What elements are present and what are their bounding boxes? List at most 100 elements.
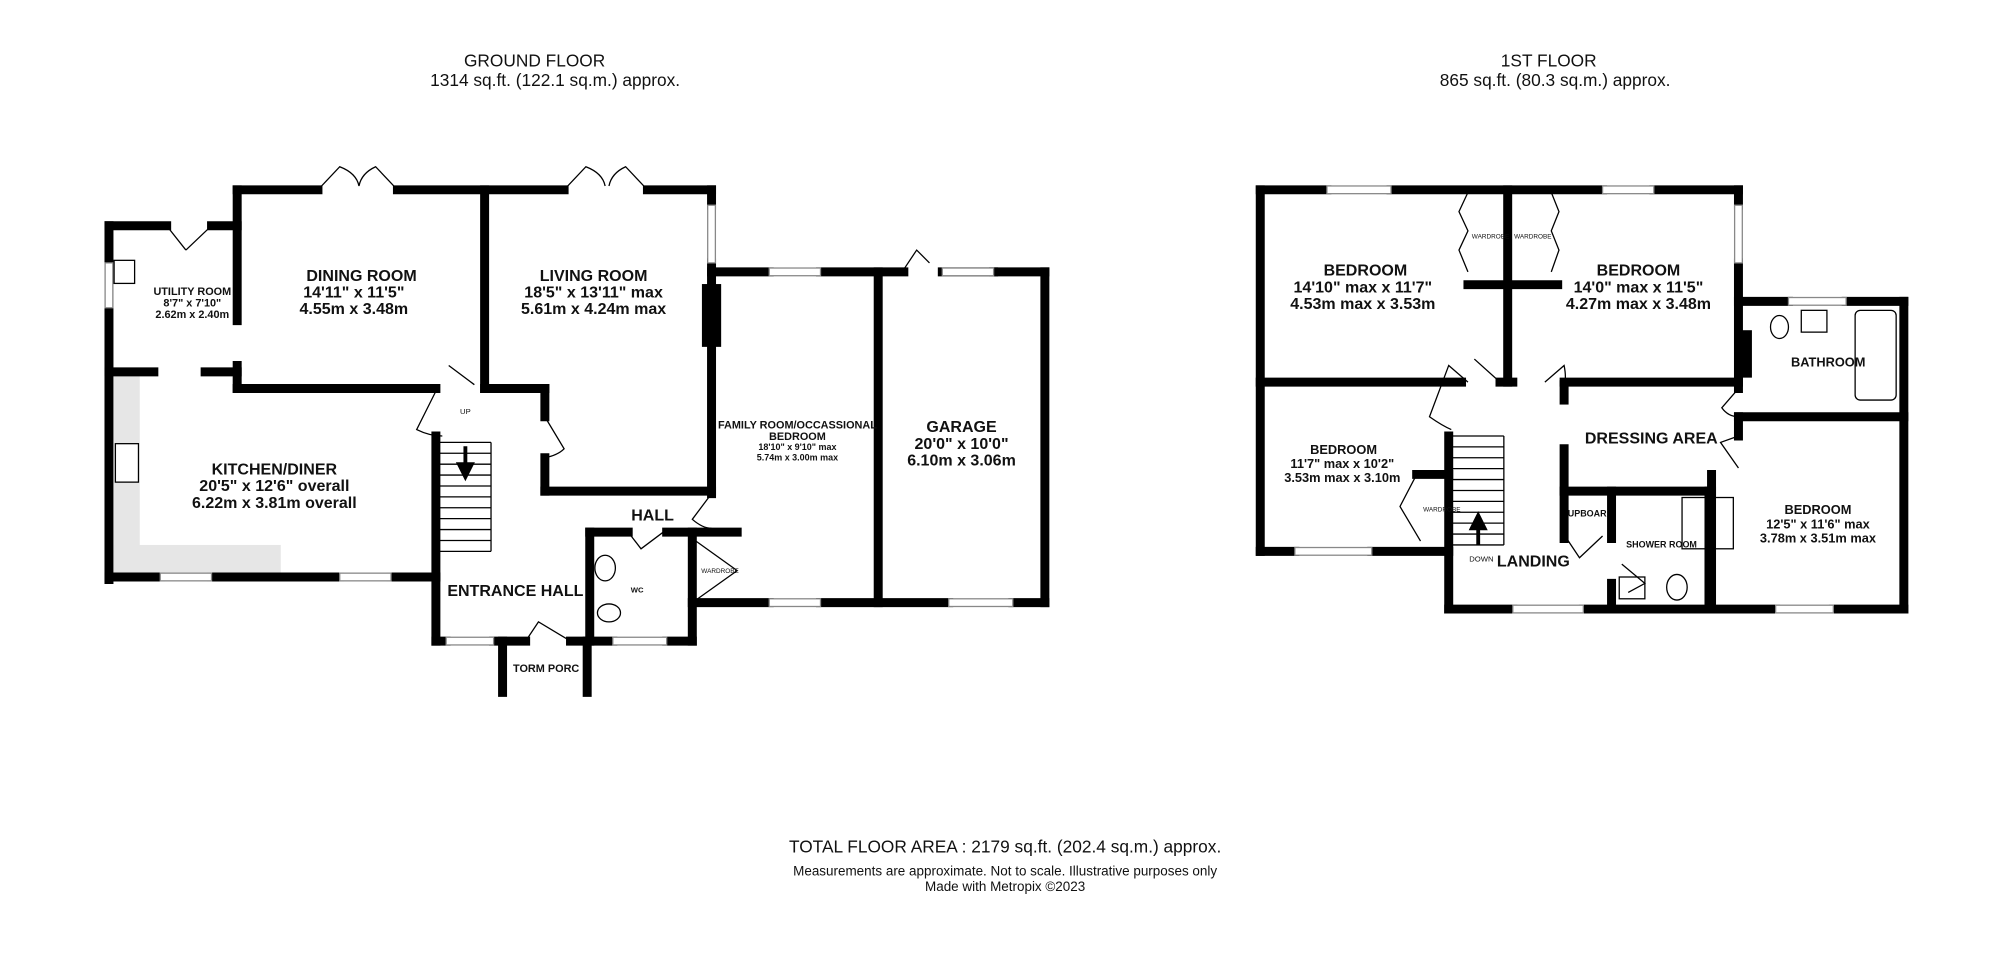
window (1601, 185, 1655, 195)
svg-text:3.78m x 3.51m max: 3.78m x 3.51m max (1760, 530, 1877, 545)
room-hall: HALL (631, 507, 674, 525)
wardrobe-doors (691, 192, 1560, 604)
cupboard-label: UPBOAR (1568, 509, 1607, 519)
room-wc: WC (631, 585, 644, 594)
svg-text:14'0" max x 11'5": 14'0" max x 11'5" (1574, 278, 1704, 296)
window (612, 636, 668, 646)
basin-icon (1618, 576, 1646, 600)
svg-text:LIVING ROOM: LIVING ROOM (540, 267, 648, 285)
room-landing: LANDING (1497, 553, 1570, 571)
svg-text:KITCHEN/DINER: KITCHEN/DINER (212, 460, 338, 478)
wardrobe-label: WARDROBE (1514, 234, 1552, 241)
first-floor-title: 1ST FLOOR (1501, 51, 1597, 71)
window (1775, 604, 1834, 614)
svg-text:BEDROOM: BEDROOM (1784, 502, 1851, 517)
svg-text:4.53m max x 3.53m: 4.53m max x 3.53m (1290, 295, 1435, 313)
svg-text:4.27m max x 3.48m: 4.27m max x 3.48m (1566, 295, 1711, 313)
window (1787, 296, 1847, 306)
window (1512, 604, 1584, 614)
svg-text:BEDROOM: BEDROOM (769, 431, 826, 443)
ground-stairs (439, 441, 492, 553)
credit: Made with Metropix ©2023 (925, 879, 1085, 894)
room-entrance-hall: ENTRANCE HALL (447, 582, 583, 600)
svg-text:DINING ROOM: DINING ROOM (306, 267, 416, 285)
room-bedroom-4: BEDROOM 12'5" x 11'6" max 3.78m x 3.51m … (1760, 502, 1877, 545)
toilet-icon (596, 603, 622, 623)
svg-text:14'11" x 11'5": 14'11" x 11'5" (303, 284, 404, 302)
svg-text:BEDROOM: BEDROOM (1324, 262, 1408, 280)
disclaimer: Measurements are approximate. Not to sca… (793, 864, 1217, 879)
window (1326, 185, 1392, 195)
window (1294, 546, 1373, 556)
svg-text:4.55m x 3.48m: 4.55m x 3.48m (300, 300, 409, 318)
room-porch: TORM PORC (513, 663, 579, 675)
kitchen-counter (114, 544, 281, 574)
window (159, 572, 213, 582)
svg-text:6.22m x 3.81m overall: 6.22m x 3.81m overall (192, 494, 357, 512)
room-utility: UTILITY ROOM 8'7" x 7'10" 2.62m x 2.40m (153, 286, 231, 321)
svg-text:12'5" x 11'6" max: 12'5" x 11'6" max (1766, 516, 1871, 531)
window (445, 636, 495, 646)
wardrobe-label: WARDROBE (1472, 234, 1510, 241)
svg-text:6.10m x 3.06m: 6.10m x 3.06m (907, 451, 1016, 469)
stairs-down-label: DOWN (1469, 555, 1493, 564)
basin-icon (594, 554, 617, 582)
windows (104, 185, 1847, 646)
svg-text:UTILITY ROOM: UTILITY ROOM (153, 286, 231, 298)
toilet-icon (1666, 573, 1688, 601)
window (941, 267, 995, 277)
svg-text:BEDROOM: BEDROOM (1310, 442, 1377, 457)
room-bedroom-3: BEDROOM 11'7" max x 10'2" 3.53m max x 3.… (1284, 442, 1400, 485)
room-bathroom: BATHROOM (1791, 355, 1866, 370)
svg-text:5.74m x 3.00m max: 5.74m x 3.00m max (757, 452, 838, 462)
first-floor-area: 865 sq.ft. (80.3 sq.m.) approx. (1440, 70, 1671, 90)
room-garage: GARAGE 20'0" x 10'0" 6.10m x 3.06m (907, 418, 1016, 469)
stairs-arrow-icon (1468, 511, 1488, 545)
basin-icon (1800, 309, 1828, 333)
svg-text:18'10" x 9'10" max: 18'10" x 9'10" max (758, 442, 836, 452)
room-bedroom-2: BEDROOM 14'0" max x 11'5" 4.27m max x 3.… (1566, 262, 1711, 313)
wardrobe-label: WARDROBE (701, 568, 739, 575)
fixtures (113, 259, 1897, 623)
bath-icon (1854, 309, 1897, 401)
window (339, 572, 392, 582)
svg-text:BEDROOM: BEDROOM (1597, 262, 1681, 280)
svg-text:FAMILY ROOM/OCCASSIONAL: FAMILY ROOM/OCCASSIONAL (718, 419, 877, 431)
svg-text:11'7" max x 10'2": 11'7" max x 10'2" (1290, 456, 1394, 471)
room-living: LIVING ROOM 18'5" x 13'11" max 5.61m x 4… (521, 267, 666, 318)
svg-text:GARAGE: GARAGE (926, 418, 997, 436)
room-shower: SHOWER ROOM (1626, 540, 1697, 550)
svg-text:3.53m max x 3.10m: 3.53m max x 3.10m (1284, 470, 1400, 485)
window (104, 262, 114, 309)
window (768, 598, 822, 608)
total-floor-area: TOTAL FLOOR AREA : 2179 sq.ft. (202.4 sq… (789, 837, 1221, 857)
svg-text:18'5" x 13'11" max: 18'5" x 13'11" max (524, 284, 663, 302)
stairs-arrow-icon (455, 446, 475, 482)
doors (166, 165, 1739, 642)
ground-floor-title: GROUND FLOOR (464, 51, 605, 71)
stairs-up-label: UP (460, 407, 471, 416)
svg-text:14'10" max x 11'7": 14'10" max x 11'7" (1294, 278, 1433, 296)
shower-tray-icon (1681, 496, 1734, 550)
toilet-icon (1769, 314, 1790, 340)
window (948, 598, 1014, 608)
svg-text:8'7" x 7'10": 8'7" x 7'10" (163, 297, 221, 309)
window (707, 204, 717, 264)
sink-icon (113, 259, 136, 285)
chimney-breast-icon (1737, 330, 1752, 378)
room-kitchen: KITCHEN/DINER 20'5" x 12'6" overall 6.22… (192, 460, 357, 511)
room-dressing-area: DRESSING AREA (1585, 430, 1718, 448)
room-dining: DINING ROOM 14'11" x 11'5" 4.55m x 3.48m (300, 267, 417, 318)
svg-text:5.61m x 4.24m max: 5.61m x 4.24m max (521, 300, 666, 318)
fireplace-icon (701, 284, 722, 347)
wardrobe-label: WARDROBE (1423, 507, 1461, 514)
room-bedroom-1: BEDROOM 14'10" max x 11'7" 4.53m max x 3… (1290, 262, 1435, 313)
svg-text:20'5" x 12'6" overall: 20'5" x 12'6" overall (199, 477, 349, 495)
window (1733, 204, 1743, 264)
svg-text:2.62m x 2.40m: 2.62m x 2.40m (155, 309, 229, 321)
window (768, 267, 822, 277)
room-family: FAMILY ROOM/OCCASSIONAL BEDROOM 18'10" x… (718, 419, 877, 462)
svg-text:20'0" x 10'0": 20'0" x 10'0" (915, 435, 1009, 453)
hob-icon (114, 443, 140, 483)
